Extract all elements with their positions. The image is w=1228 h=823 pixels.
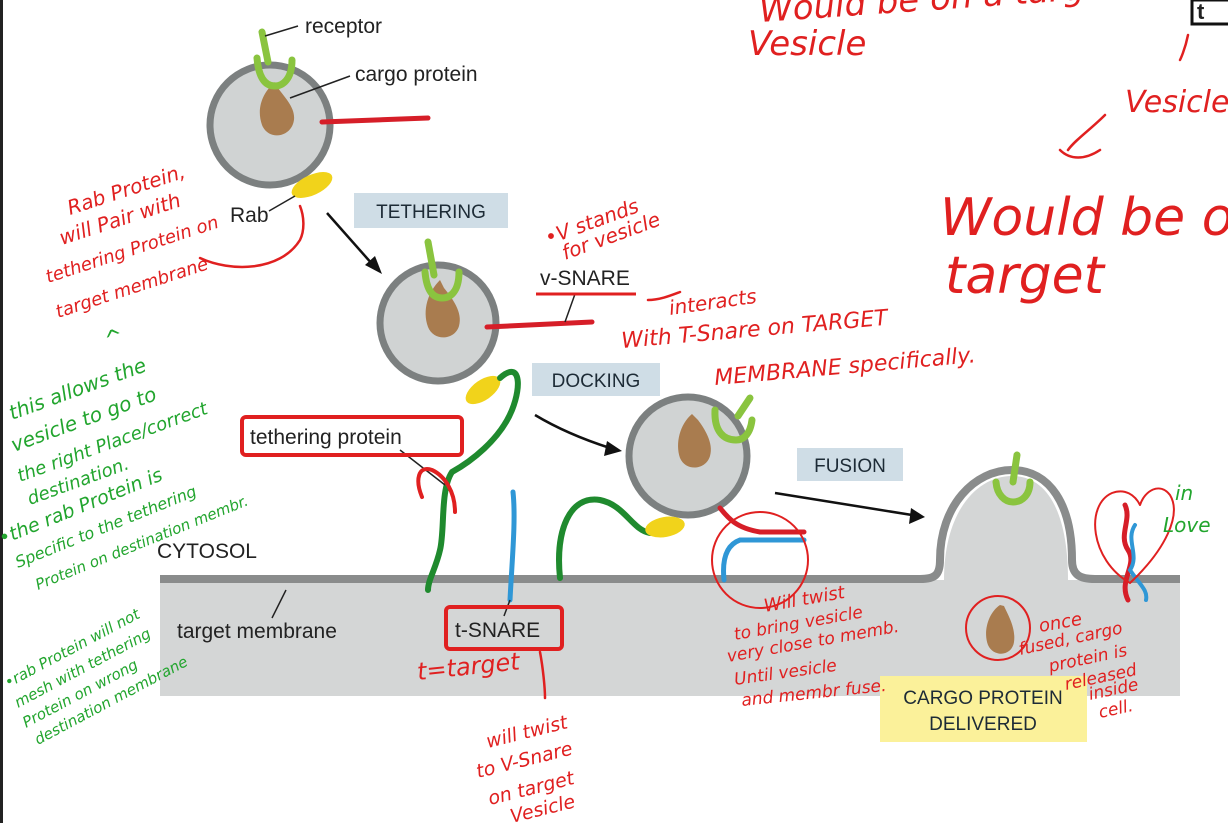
printed-labels: receptor cargo protein Rab v-SNARE tethe… xyxy=(157,15,630,643)
v-snare-label: v-SNARE xyxy=(540,267,630,290)
receptor-label: receptor xyxy=(305,15,382,38)
corner-letter: t xyxy=(1197,0,1205,24)
cargo-protein-label: cargo protein xyxy=(355,63,478,86)
right-vesicle-note: Vesicle xyxy=(1125,85,1228,120)
v-snare-shape-1 xyxy=(319,115,431,125)
interacts-note-line1: interacts xyxy=(667,284,758,320)
docking-step-box: DOCKING xyxy=(532,363,660,396)
rab-shape-1 xyxy=(291,172,333,198)
vesicle-3 xyxy=(556,393,807,583)
vesicle-2 xyxy=(376,238,595,593)
delivered-label-line1: CARGO PROTEIN xyxy=(903,688,1062,709)
process-arrows xyxy=(326,212,925,524)
fusion-step-box: FUSION xyxy=(797,448,903,481)
cargo-protein-shape-1 xyxy=(259,82,295,136)
cytosol-label: CYTOSOL xyxy=(157,540,257,563)
heart-doodle xyxy=(1094,487,1175,584)
delivered-cargo-shape xyxy=(986,605,1015,654)
tethering-protein-label: tethering protein xyxy=(250,426,402,449)
interacts-note-line2: With T-Snare on TARGET xyxy=(620,306,890,354)
docking-step-label: DOCKING xyxy=(552,371,641,392)
right-big-note-line2: target xyxy=(945,246,1106,306)
t-snare-shape xyxy=(507,489,517,603)
right-big-note-line1: Would be on xyxy=(940,188,1228,248)
t-snare-label: t-SNARE xyxy=(455,619,540,642)
tethering-step-box: TETHERING xyxy=(354,193,508,228)
delivered-box: CARGO PROTEIN DELIVERED xyxy=(880,676,1087,742)
in-love-note-line2: Love xyxy=(1163,513,1211,537)
rab-label: Rab xyxy=(230,204,269,227)
top-note-line2: Vesicle xyxy=(748,24,866,64)
tethering-protein-shape-2 xyxy=(556,496,653,581)
in-love-note-line1: in xyxy=(1175,481,1193,505)
target-membrane-label: target membrane xyxy=(177,620,337,643)
fused-bulge-fill xyxy=(944,476,1068,580)
interacts-note-line3: MEMBRANE specifically. xyxy=(713,343,976,391)
snare-complex-fused xyxy=(1121,502,1149,603)
receptor-in-membrane xyxy=(992,478,1034,506)
svg-text:^: ^ xyxy=(102,324,128,354)
fusion-step-label: FUSION xyxy=(814,456,886,477)
delivered-label-line2: DELIVERED xyxy=(929,714,1037,735)
vesicle-1 xyxy=(206,28,431,198)
tethering-protein-shape xyxy=(425,368,521,593)
left-frame-edge xyxy=(0,0,3,823)
green-annotations: ^ this allows the vesicle to go to the r… xyxy=(0,324,1211,749)
tethering-step-label: TETHERING xyxy=(376,202,486,223)
receptor-shape-1 xyxy=(253,54,296,90)
